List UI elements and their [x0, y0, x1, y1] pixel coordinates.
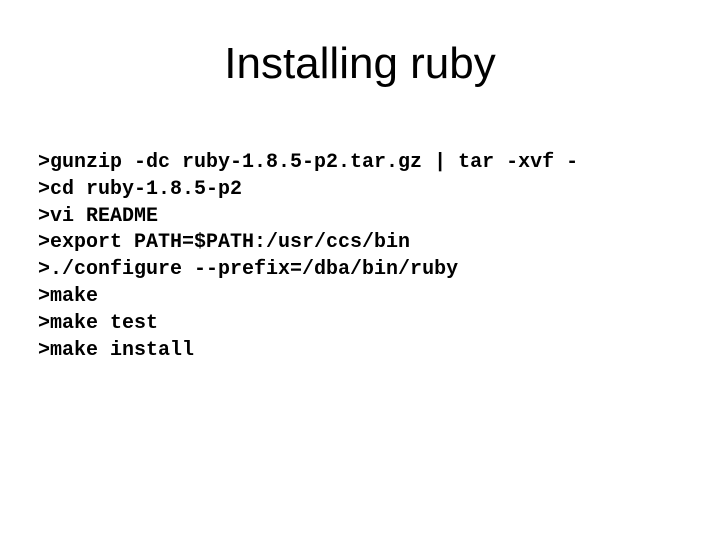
command-line: >make — [38, 284, 99, 308]
command-line: >export PATH=$PATH:/usr/ccs/bin — [38, 231, 411, 255]
command-line: >./configure --prefix=/dba/bin/ruby — [38, 258, 459, 282]
command-list: >gunzip -dc ruby-1.8.5-p2.tar.gz | tar -… — [38, 150, 700, 364]
command-line: >make install — [38, 338, 195, 362]
command-line: >make test — [38, 311, 159, 335]
slide-title: Installing ruby — [224, 39, 496, 88]
command-line: >vi README — [38, 204, 159, 228]
command-line: >cd ruby-1.8.5-p2 — [38, 177, 243, 201]
command-line: >gunzip -dc ruby-1.8.5-p2.tar.gz | tar -… — [38, 151, 579, 174]
